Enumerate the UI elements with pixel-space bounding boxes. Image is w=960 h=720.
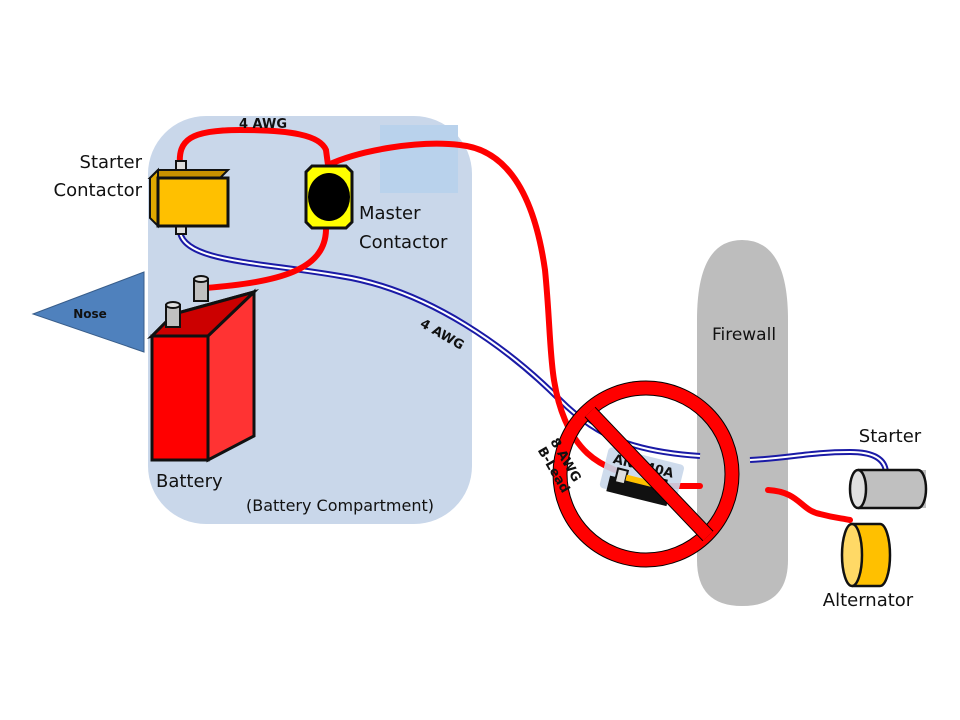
wire-starter-to-master [176,126,331,168]
nose-label: Nose [73,307,107,321]
master-contactor-label-2: Contactor [359,232,448,253]
alternator-label: Alternator [823,590,914,611]
battery-label: Battery [156,471,223,492]
alternator-icon [840,522,892,588]
wire-label-top: 4 AWG [239,117,287,132]
wire-master-to-battery [202,227,329,291]
starter-contactor-label-2: Contactor [54,180,143,201]
starter-contactor [147,160,231,235]
master-contactor [304,164,354,230]
prohibited-icon [552,380,740,568]
firewall-label: Firewall [712,325,776,345]
compartment-label: (Battery Compartment) [246,496,434,515]
starter-label: Starter [859,426,922,447]
nose-icon [31,271,145,353]
compartment-highlight [380,125,458,193]
starter-motor-icon [848,468,928,510]
wire-firewall-to-alternator [765,487,853,523]
master-contactor-label-1: Master [359,203,421,224]
starter-contactor-label-1: Starter [80,152,143,173]
battery-icon [146,275,260,463]
